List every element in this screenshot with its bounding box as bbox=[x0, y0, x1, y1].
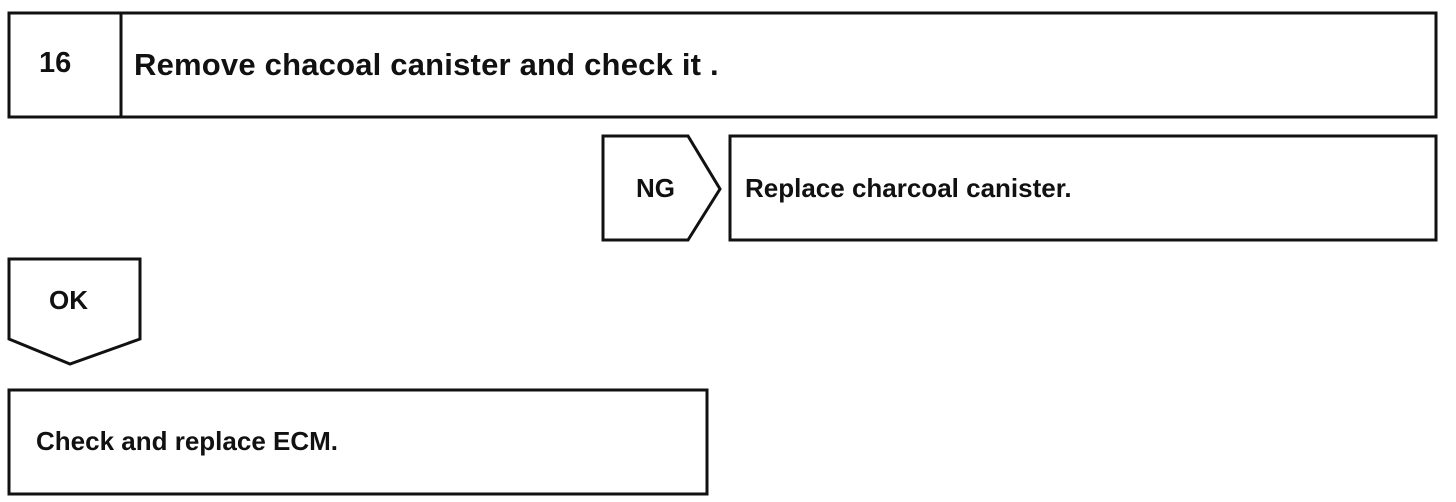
ok-action-text: Check and replace ECM. bbox=[36, 426, 338, 456]
ng-action-text: Replace charcoal canister. bbox=[745, 173, 1072, 203]
ng-action-box bbox=[728, 134, 1438, 242]
ng-label: NG bbox=[636, 173, 675, 203]
step-box bbox=[7, 11, 1438, 119]
ng-arrow-shape bbox=[601, 134, 722, 242]
ok-label: OK bbox=[49, 285, 88, 315]
ok-arrow-shape bbox=[7, 257, 142, 366]
step-title: Remove chacoal canister and check it . bbox=[134, 47, 719, 82]
ok-action-box bbox=[7, 388, 709, 496]
step-number: 16 bbox=[39, 47, 72, 79]
